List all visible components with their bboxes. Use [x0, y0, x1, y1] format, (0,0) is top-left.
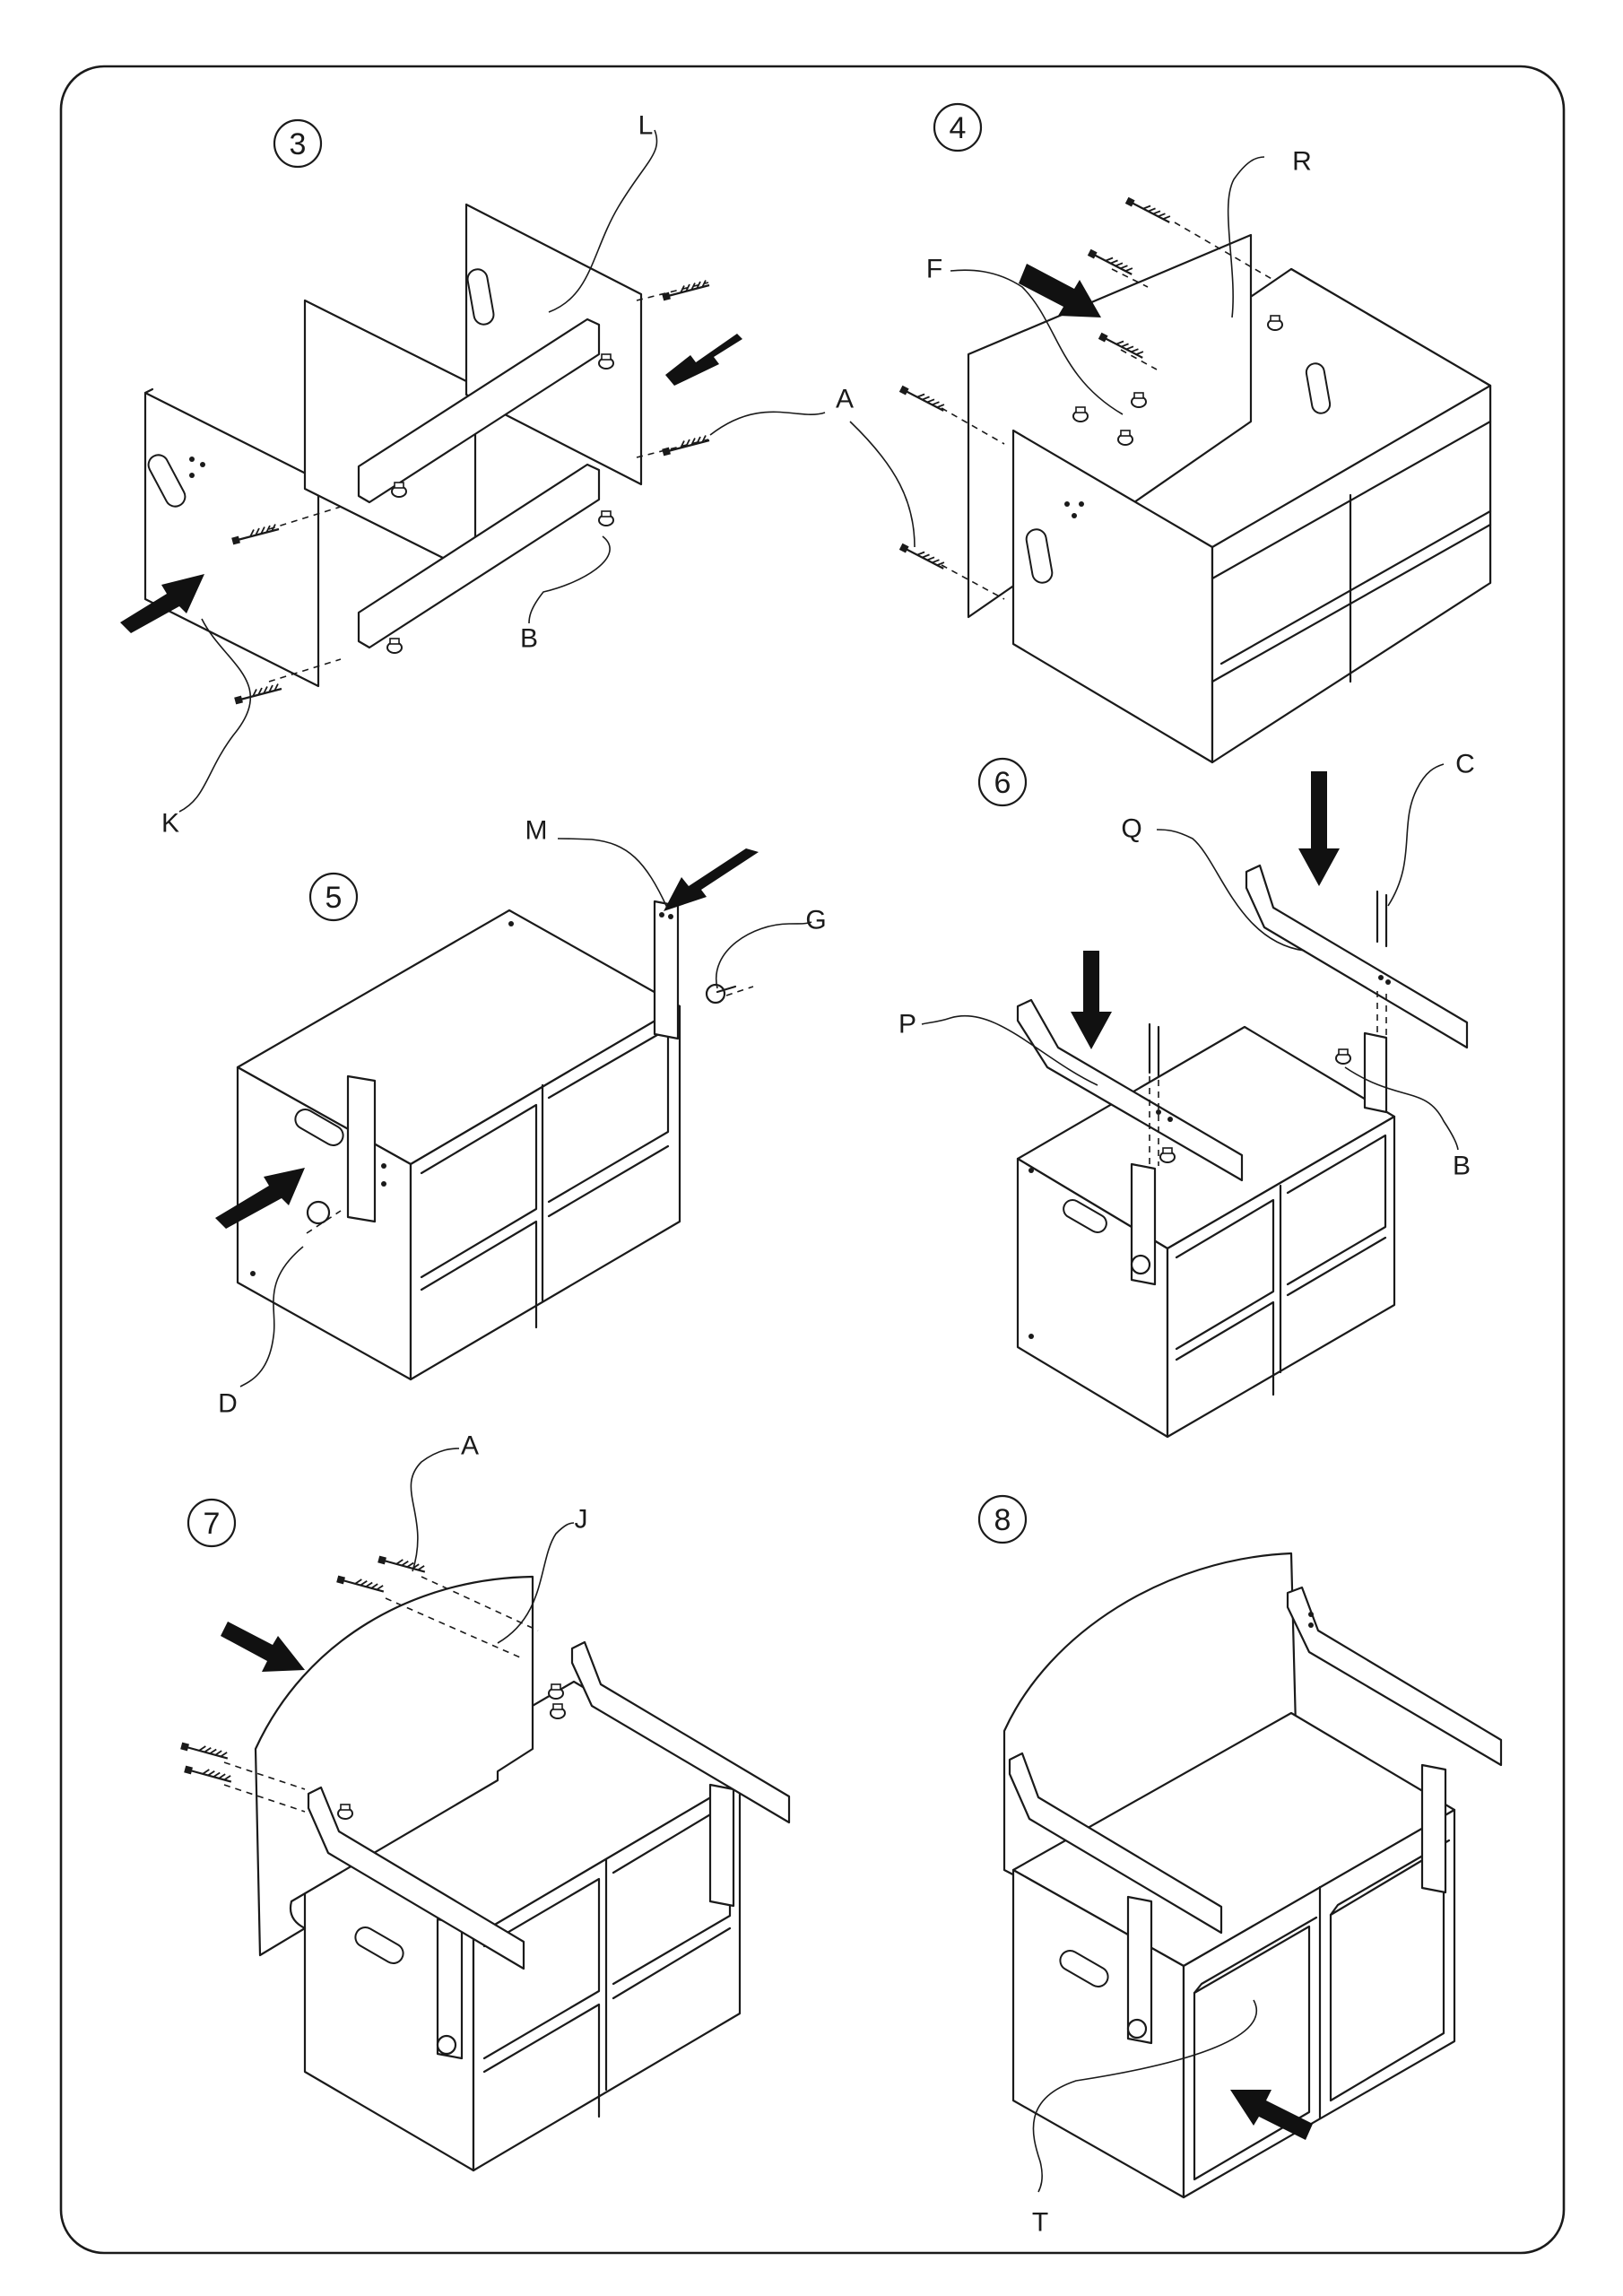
- part-label-m: M: [525, 816, 548, 846]
- step-badge-4: 4: [933, 102, 983, 152]
- direction-arrow: [1298, 771, 1340, 886]
- part-label-r: R: [1292, 147, 1312, 177]
- step-number-6: 6: [994, 766, 1011, 800]
- part-label-q: Q: [1121, 814, 1141, 844]
- part-label-b: B: [520, 624, 538, 654]
- step-number-3: 3: [290, 127, 307, 161]
- step-badge-3: 3: [273, 118, 323, 169]
- leg-m: [653, 900, 680, 1040]
- step-number-8: 8: [994, 1503, 1011, 1537]
- part-label-d: D: [218, 1389, 238, 1419]
- part-label-a: A: [836, 385, 854, 414]
- step-badge-8: 8: [977, 1494, 1028, 1544]
- part-label-a: A: [461, 1431, 479, 1461]
- step-number-4: 4: [950, 111, 967, 145]
- direction-arrow: [221, 1622, 305, 1672]
- leg-front: [1130, 1162, 1157, 1286]
- part-label-t: T: [1032, 2208, 1048, 2238]
- step-5-diagram: 5 M G D: [215, 816, 827, 1419]
- step-7-diagram: 7 A J: [178, 1431, 791, 2172]
- direction-arrow: [120, 574, 204, 633]
- cabinet-front-open: [409, 1004, 681, 1381]
- part-label-c: C: [1455, 750, 1475, 779]
- leg-front: [1126, 1895, 1153, 2045]
- back-panel-j: [254, 1575, 534, 1957]
- step-number-5: 5: [325, 881, 343, 915]
- part-label-g: G: [805, 906, 826, 935]
- part-label-p: P: [898, 1010, 916, 1039]
- direction-arrow: [1019, 264, 1101, 317]
- top-rail: [357, 317, 601, 504]
- direction-arrow: [1071, 951, 1112, 1049]
- direction-arrow: [665, 334, 742, 386]
- step-badge-5: 5: [308, 872, 359, 922]
- armrest-right: [570, 1640, 791, 1824]
- direction-arrow: [664, 848, 759, 911]
- part-label-k: K: [161, 809, 179, 839]
- bottom-rail: [357, 463, 601, 649]
- page-border: [59, 65, 1566, 2255]
- storage-bin-right: [1329, 1846, 1445, 2102]
- leg-back: [1420, 1763, 1447, 1894]
- leg-back: [708, 1783, 735, 1908]
- leg-back: [1363, 1031, 1388, 1114]
- direction-arrow: [215, 1168, 305, 1229]
- step-4-diagram: 4 R F: [897, 102, 1492, 764]
- armrest-p: [1016, 998, 1244, 1182]
- armrest-right: [1286, 1586, 1503, 1767]
- step-badge-6: 6: [977, 757, 1028, 807]
- step-8-diagram: 8 T: [977, 1494, 1503, 2238]
- direction-arrow: [1230, 2090, 1313, 2140]
- leg-left: [346, 1074, 377, 1223]
- part-label-b: B: [1453, 1152, 1471, 1181]
- armrest-left: [307, 1786, 525, 1970]
- step-6-diagram: 6 C Q P B: [898, 750, 1475, 1439]
- armrest-q: [1245, 864, 1469, 1049]
- armrest-left: [1008, 1752, 1223, 1935]
- part-label-l: L: [638, 111, 654, 141]
- step-3-diagram: 3 L A B K: [120, 111, 916, 839]
- step-number-7: 7: [204, 1507, 221, 1541]
- part-label-f: F: [926, 255, 942, 284]
- step-badge-7: 7: [187, 1498, 237, 1548]
- back-panel-j: [1002, 1552, 1298, 1883]
- panel-k: [143, 391, 320, 688]
- part-label-j: J: [575, 1505, 588, 1535]
